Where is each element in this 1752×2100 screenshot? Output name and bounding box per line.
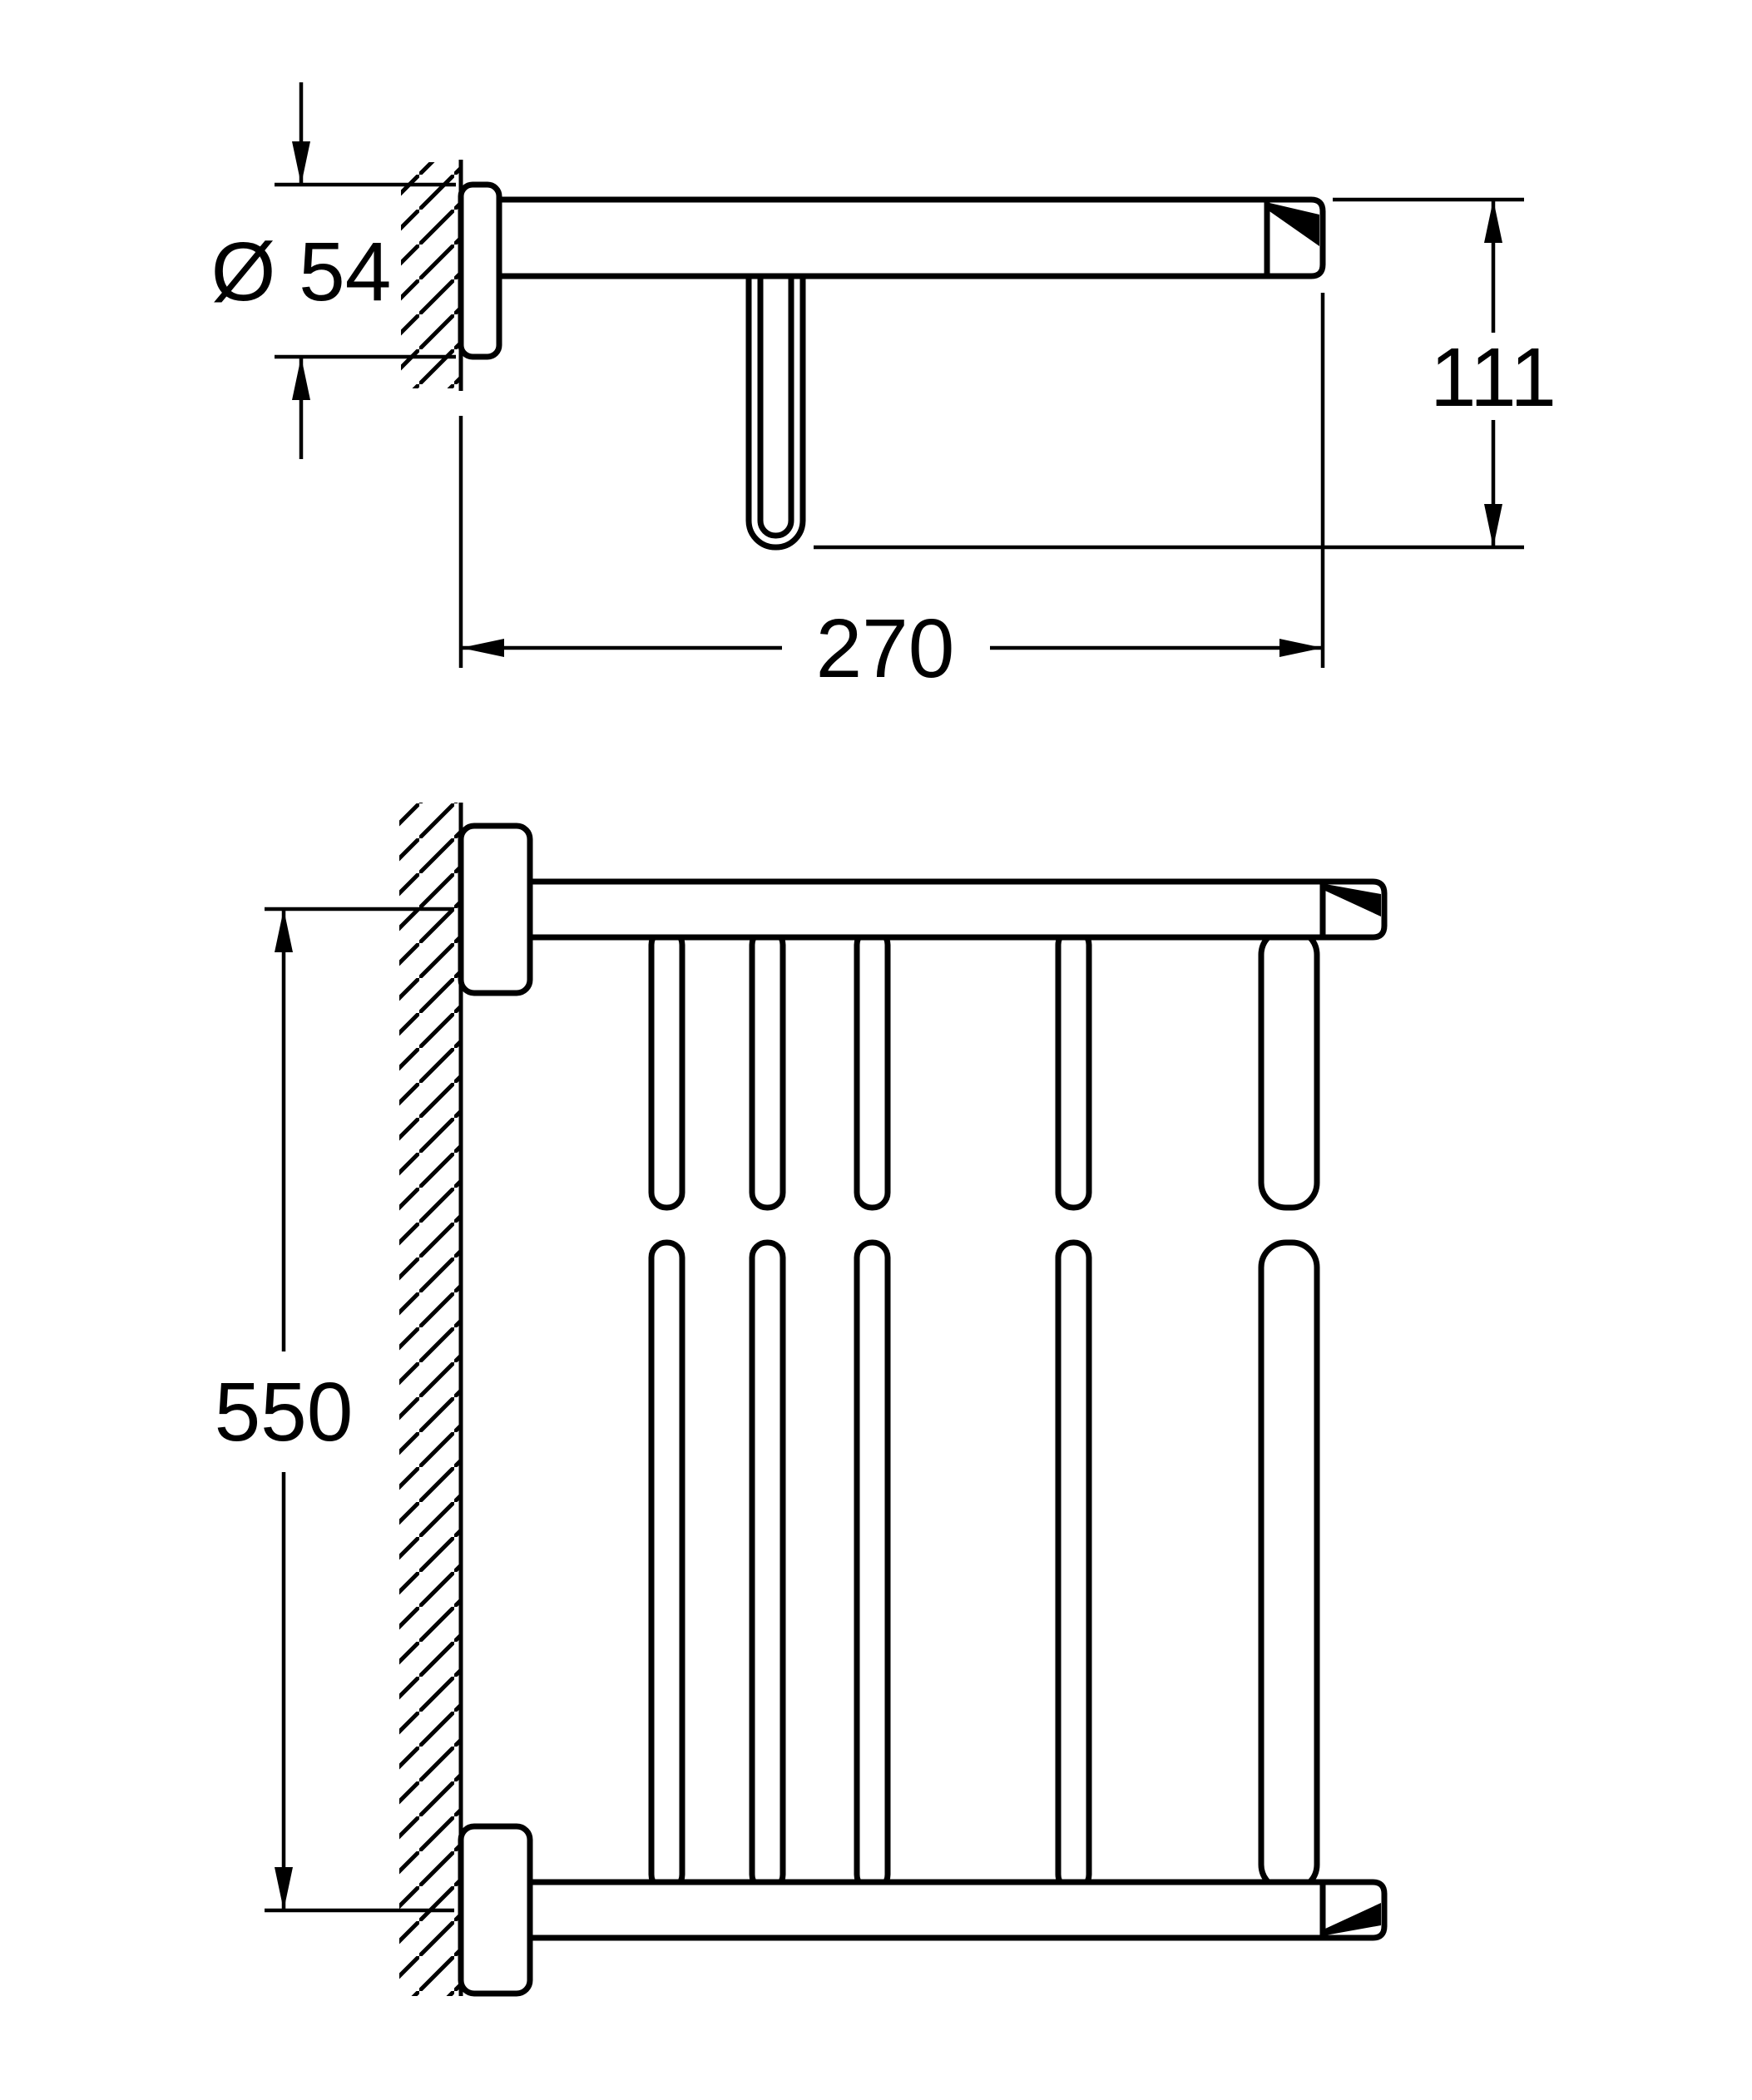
towel-rail-2-lower bbox=[749, 1239, 786, 1893]
end-cap-chamfer bbox=[1269, 203, 1319, 246]
front-bar-lower bbox=[1258, 1239, 1320, 1893]
plan-view: 550 bbox=[215, 803, 1388, 1997]
arrowhead-down bbox=[1484, 504, 1502, 547]
front-bar-upper bbox=[1258, 926, 1320, 1211]
side-view: Ø 54 111 270 bbox=[211, 82, 1557, 695]
dimension-label-overall-height: 111 bbox=[1430, 331, 1557, 424]
towel-bar bbox=[496, 196, 1326, 279]
wall-hatching bbox=[399, 803, 461, 1996]
dimension-overall-height: 111 bbox=[814, 197, 1557, 550]
towel-rail-2-upper bbox=[749, 926, 786, 1211]
arrowhead-up bbox=[1484, 200, 1502, 243]
arrowhead-left bbox=[461, 639, 504, 657]
frame-arm-top bbox=[527, 878, 1388, 941]
hanging-ring-outer bbox=[745, 238, 806, 551]
dimension-label-wall-projection: 270 bbox=[816, 602, 955, 695]
arrowhead-up bbox=[275, 909, 293, 952]
dimension-label-flange-diameter: Ø 54 bbox=[211, 225, 392, 319]
towel-rail-1-lower bbox=[648, 1239, 685, 1893]
towel-rail-4-lower bbox=[1055, 1239, 1092, 1893]
towel-rail-4-upper bbox=[1055, 926, 1092, 1211]
towel-rail-3-upper bbox=[854, 926, 891, 1211]
arrowhead-down bbox=[292, 141, 310, 185]
dimension-flange-diameter: Ø 54 bbox=[211, 82, 456, 459]
dimension-label-overall-width: 550 bbox=[215, 1366, 354, 1459]
frame-arm-bottom bbox=[527, 1879, 1388, 1941]
towel-rail-1-upper bbox=[648, 926, 685, 1211]
mounting-flange bbox=[458, 181, 502, 360]
towel-rail-3-lower bbox=[854, 1239, 891, 1893]
end-cap-chamfer-bottom bbox=[1325, 1903, 1381, 1935]
wall-hatching bbox=[401, 162, 461, 388]
dimension-overall-width: 550 bbox=[215, 907, 454, 1913]
end-cap-chamfer-top bbox=[1325, 884, 1381, 917]
arrowhead-down bbox=[275, 1867, 293, 1910]
mounting-flange-bottom bbox=[458, 1823, 533, 1997]
arrowhead-up bbox=[292, 357, 310, 400]
arrowhead-right bbox=[1279, 639, 1323, 657]
dimension-wall-projection: 270 bbox=[458, 293, 1325, 695]
mounting-flange-top bbox=[458, 823, 533, 996]
